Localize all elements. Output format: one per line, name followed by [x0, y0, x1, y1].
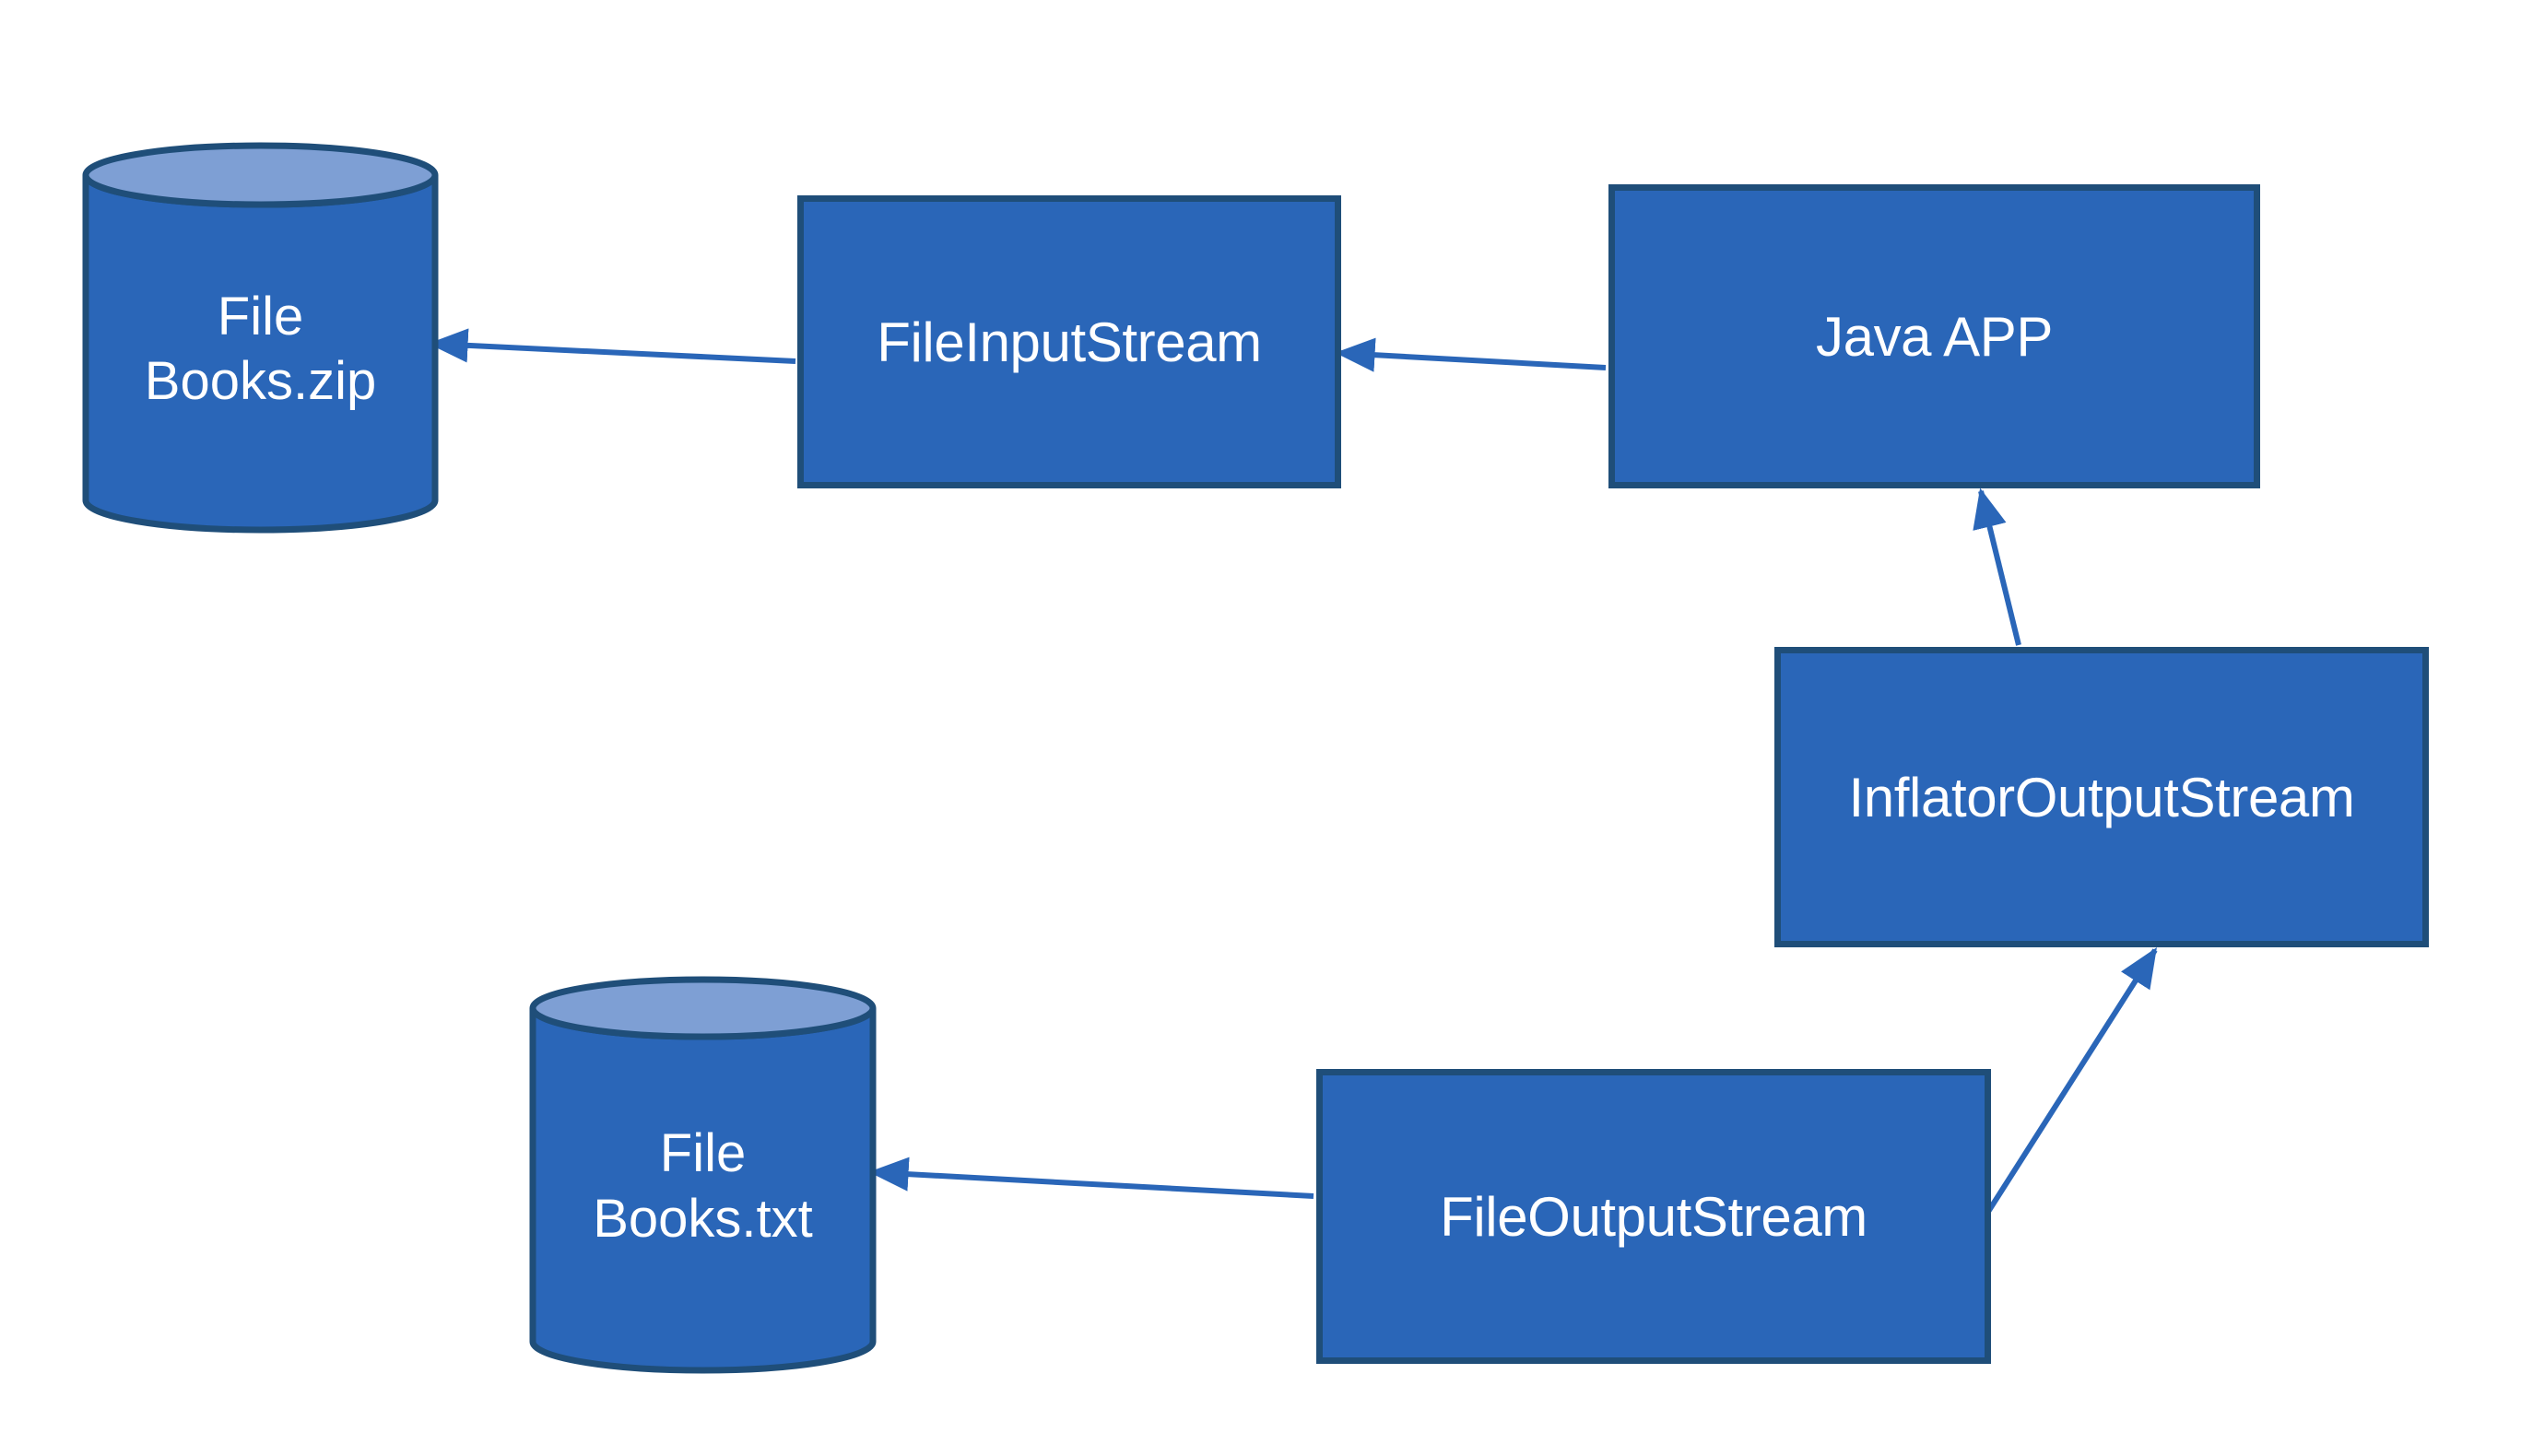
- node-label-line: Books.txt: [593, 1188, 813, 1249]
- node-label-line: FileInputStream: [877, 311, 1262, 373]
- node-label-line: File: [217, 286, 304, 346]
- cylinder-top-ellipse: [82, 142, 439, 208]
- edge-fos-to-ios: [1984, 946, 2158, 1216]
- node-java-app[interactable]: Java APP: [1608, 184, 2260, 488]
- node-label-file-input-stream: FileInputStream: [877, 311, 1262, 374]
- cylinder-shape-books-txt: [529, 976, 877, 1374]
- cylinder-shape-books-zip: [82, 142, 439, 534]
- node-label-line: InflatorOutputStream: [1848, 766, 2355, 828]
- edge-app-to-fis: [1335, 337, 1607, 372]
- edge-fos-to-txt: [868, 1157, 1314, 1199]
- cylinder-top-ellipse: [529, 976, 877, 1040]
- node-inflator-output-stream[interactable]: InflatorOutputStream: [1774, 647, 2429, 947]
- node-file-output-stream[interactable]: FileOutputStream: [1316, 1069, 1991, 1364]
- node-label-line: File: [659, 1123, 747, 1183]
- node-label-inflator-output-stream: InflatorOutputStream: [1849, 766, 2355, 829]
- node-label-file-output-stream: FileOutputStream: [1440, 1185, 1867, 1249]
- node-label-line: Books.zip: [144, 351, 377, 412]
- node-file-input-stream[interactable]: FileInputStream: [797, 195, 1341, 488]
- edge-fis-to-zip: [428, 328, 796, 364]
- edge-ios-to-app: [1973, 487, 2021, 646]
- node-label-line: Java APP: [1816, 305, 2053, 368]
- node-label-java-app: Java APP: [1816, 305, 2053, 369]
- node-label-line: FileOutputStream: [1440, 1185, 1867, 1248]
